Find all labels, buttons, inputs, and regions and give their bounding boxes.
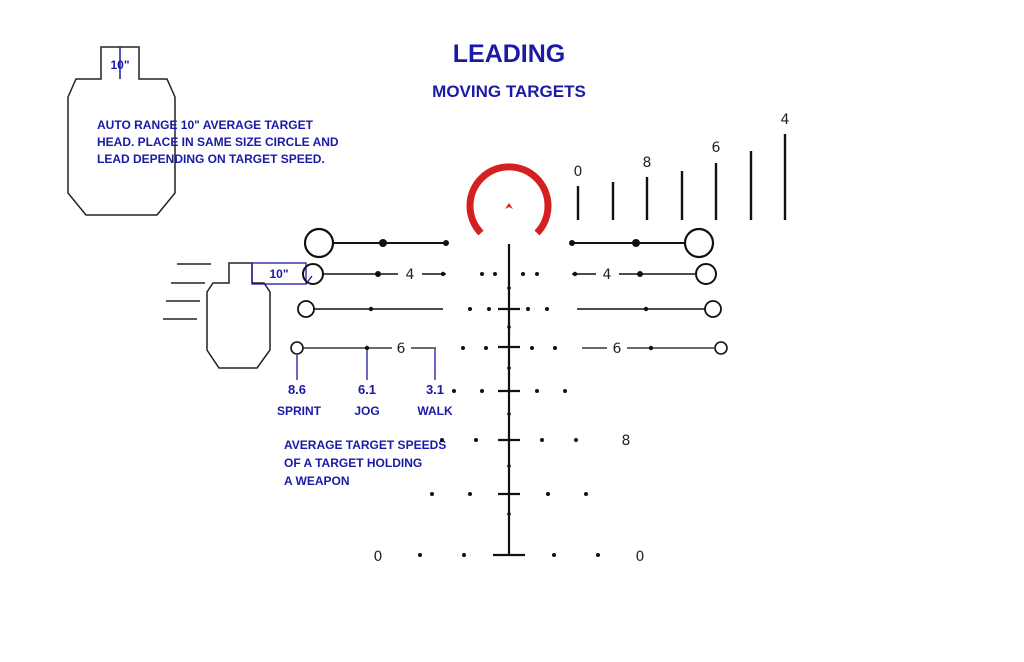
silhouette-large-outline bbox=[67, 46, 176, 216]
holdover-dot bbox=[526, 307, 530, 311]
rangefinder-number: 0 bbox=[574, 164, 583, 180]
reticle-center-circle bbox=[466, 163, 552, 236]
holdover-dot bbox=[596, 553, 600, 557]
moving-head-box bbox=[251, 262, 307, 285]
stadia-dot bbox=[507, 512, 511, 516]
lead-number-row4-right: 6 bbox=[613, 341, 622, 357]
bottom-number-left: 0 bbox=[374, 549, 383, 565]
speeds-note-line: A WEAPON bbox=[284, 474, 350, 488]
diagram-title: LEADING bbox=[453, 40, 566, 68]
speed-value-jog: 6.1 bbox=[358, 382, 376, 397]
holdover-number: 8 bbox=[622, 433, 631, 449]
holdover-dot bbox=[474, 438, 478, 442]
lead-number-row2-right: 4 bbox=[603, 267, 612, 283]
lead-dot bbox=[375, 271, 381, 277]
lead-dot bbox=[440, 271, 446, 277]
holdover-dot bbox=[545, 307, 549, 311]
lead-circle-row2-left bbox=[302, 263, 324, 285]
speed-value-walk: 3.1 bbox=[426, 382, 444, 397]
rangefinder-number: 6 bbox=[712, 140, 721, 156]
holdover-dot bbox=[535, 389, 539, 393]
holdover-dot bbox=[521, 272, 525, 276]
silhouette-note-line: LEAD DEPENDING ON TARGET SPEED. bbox=[97, 152, 325, 166]
silhouette-note-line: AUTO RANGE 10" AVERAGE TARGET bbox=[97, 118, 314, 132]
holdover-dot bbox=[535, 272, 539, 276]
speed-label-walk: WALK bbox=[417, 404, 453, 418]
silhouette-moving-head-label: 10" bbox=[269, 267, 288, 281]
reticle-dots bbox=[364, 239, 654, 557]
lead-dot bbox=[443, 240, 449, 246]
holdover-dot bbox=[574, 438, 578, 442]
speed-label-jog: JOG bbox=[354, 404, 379, 418]
holdover-dot bbox=[461, 346, 465, 350]
lead-dot bbox=[637, 271, 643, 277]
lead-circle-row1-left bbox=[303, 227, 335, 259]
lead-dot bbox=[643, 306, 649, 312]
stadia-dot bbox=[507, 412, 511, 416]
rangefinder-number: 8 bbox=[643, 155, 652, 171]
lead-dot bbox=[379, 239, 387, 247]
holdover-dot bbox=[468, 307, 472, 311]
holdover-dot bbox=[552, 553, 556, 557]
stadia-dot bbox=[507, 464, 511, 468]
holdover-dot bbox=[546, 492, 550, 496]
lead-lines bbox=[290, 227, 728, 355]
silhouette-large bbox=[67, 46, 176, 216]
rangefinder-number: 4 bbox=[781, 112, 790, 128]
holdover-dot bbox=[480, 272, 484, 276]
lead-dot bbox=[572, 271, 578, 277]
lead-circle-row4-left bbox=[290, 341, 304, 355]
lead-dot bbox=[368, 306, 374, 312]
speed-label-sprint: SPRINT bbox=[277, 404, 322, 418]
silhouette-moving bbox=[163, 262, 313, 369]
holdover-dot bbox=[484, 346, 488, 350]
speed-leaders bbox=[296, 349, 436, 380]
holdover-dot bbox=[530, 346, 534, 350]
lead-circle-row4-right bbox=[714, 341, 728, 355]
lead-dot bbox=[648, 345, 654, 351]
silhouette-large-note: AUTO RANGE 10" AVERAGE TARGET HEAD. PLAC… bbox=[97, 118, 339, 166]
bottom-number-right: 0 bbox=[636, 549, 645, 565]
holdover-dot bbox=[584, 492, 588, 496]
lead-dot bbox=[632, 239, 640, 247]
stadia-dot bbox=[507, 366, 511, 370]
stadia-dot bbox=[507, 325, 511, 329]
speeds-note-line: OF A TARGET HOLDING bbox=[284, 456, 422, 470]
lead-dot bbox=[569, 240, 575, 246]
holdover-dot bbox=[440, 438, 444, 442]
holdover-dot bbox=[418, 553, 422, 557]
lead-number-row4-left: 6 bbox=[397, 341, 406, 357]
lead-circle-row3-right bbox=[704, 300, 722, 318]
speed-value-sprint: 8.6 bbox=[288, 382, 306, 397]
diagram-subtitle: MOVING TARGETS bbox=[432, 82, 586, 101]
stadia-dot bbox=[507, 286, 511, 290]
holdover-dot bbox=[553, 346, 557, 350]
holdover-dot bbox=[487, 307, 491, 311]
speeds-note: AVERAGE TARGET SPEEDS OF A TARGET HOLDIN… bbox=[284, 438, 446, 488]
speeds-note-line: AVERAGE TARGET SPEEDS bbox=[284, 438, 446, 452]
reticle-vertical-stadia bbox=[493, 244, 525, 557]
silhouette-moving-outline bbox=[206, 262, 271, 369]
rangefinder-bars bbox=[576, 134, 787, 220]
holdover-dot bbox=[430, 492, 434, 496]
holdover-dot bbox=[462, 553, 466, 557]
red-chevron-dot bbox=[505, 203, 513, 209]
silhouette-note-line: HEAD. PLACE IN SAME SIZE CIRCLE AND bbox=[97, 135, 339, 149]
reticle-numerals: 0 8 6 4 4 4 6 6 8 0 0 bbox=[374, 112, 790, 565]
holdover-dot bbox=[452, 389, 456, 393]
lead-circle-row3-left bbox=[297, 300, 315, 318]
holdover-dot bbox=[540, 438, 544, 442]
lead-number-row2-left: 4 bbox=[406, 267, 415, 283]
lead-circle-row2-right bbox=[695, 263, 717, 285]
silhouette-large-head-label: 10" bbox=[110, 58, 129, 72]
holdover-dot bbox=[493, 272, 497, 276]
red-horseshoe-circle bbox=[466, 163, 552, 236]
lead-circle-row1-right bbox=[683, 227, 715, 259]
holdover-dot bbox=[480, 389, 484, 393]
speed-callouts: 8.6 SPRINT 6.1 JOG 3.1 WALK bbox=[277, 382, 453, 418]
lead-dot bbox=[364, 345, 370, 351]
holdover-dot bbox=[468, 492, 472, 496]
holdover-dot bbox=[563, 389, 567, 393]
